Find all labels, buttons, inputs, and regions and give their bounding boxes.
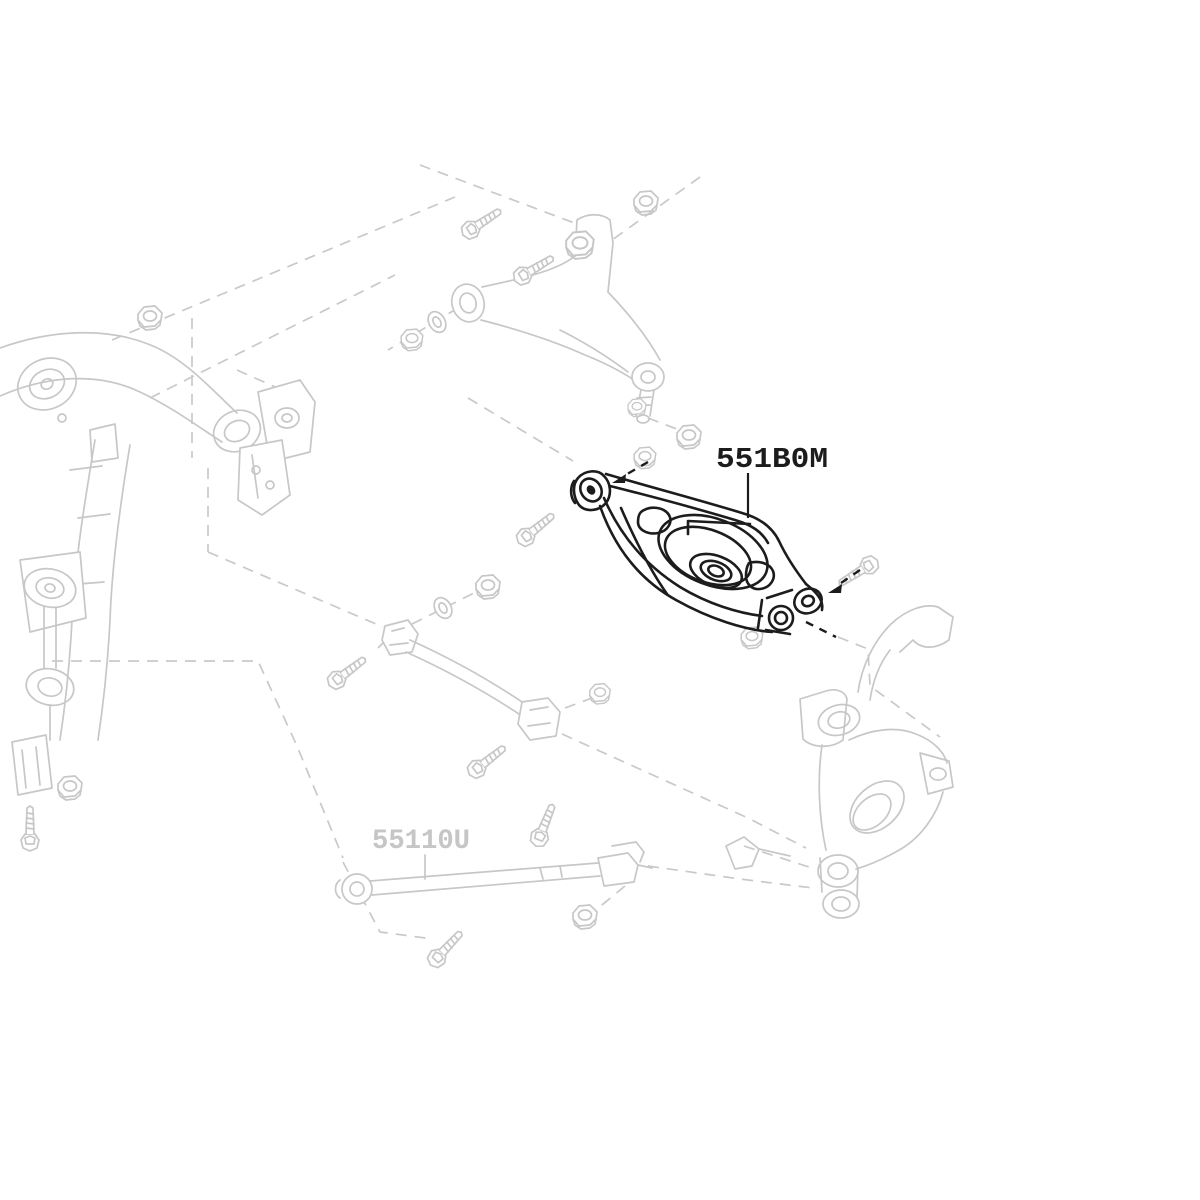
washer-icon [429,593,457,623]
subframe [0,331,316,796]
nut-icon [627,398,647,418]
bottom-lateral-link [334,841,653,905]
nut-icon [475,574,501,600]
part-number-text: 55110U [372,826,470,857]
bolt-icon [322,650,372,694]
nut-icon [633,190,659,216]
nut-icon [572,904,598,930]
bolt-icon [457,202,507,244]
nut-icon [633,446,657,470]
nut-icon [57,775,83,801]
arrowhead [612,474,626,483]
washer-icon [423,307,451,337]
knuckle [725,605,954,919]
nut-icon [676,424,702,450]
middle-lateral-link [381,619,561,741]
nut-icon [589,682,611,705]
nut-icon [137,305,163,331]
bolt-icon [462,739,512,783]
bolt-icon [511,506,560,551]
nut-icon [565,230,595,260]
bolt-icon [20,805,40,852]
nut-icon [400,328,424,352]
bolt-icon [423,925,469,973]
part-label-551b0m: 551B0M [716,443,828,518]
part-number-text: 551B0M [716,443,828,476]
assembly-dashed-lines [52,164,941,940]
part-label-55110u: 55110U [372,826,470,857]
arrowhead [828,584,842,593]
bolt-icon [526,800,562,851]
lower-control-arm-highlighted [569,460,861,639]
upper-control-arm [450,213,665,424]
